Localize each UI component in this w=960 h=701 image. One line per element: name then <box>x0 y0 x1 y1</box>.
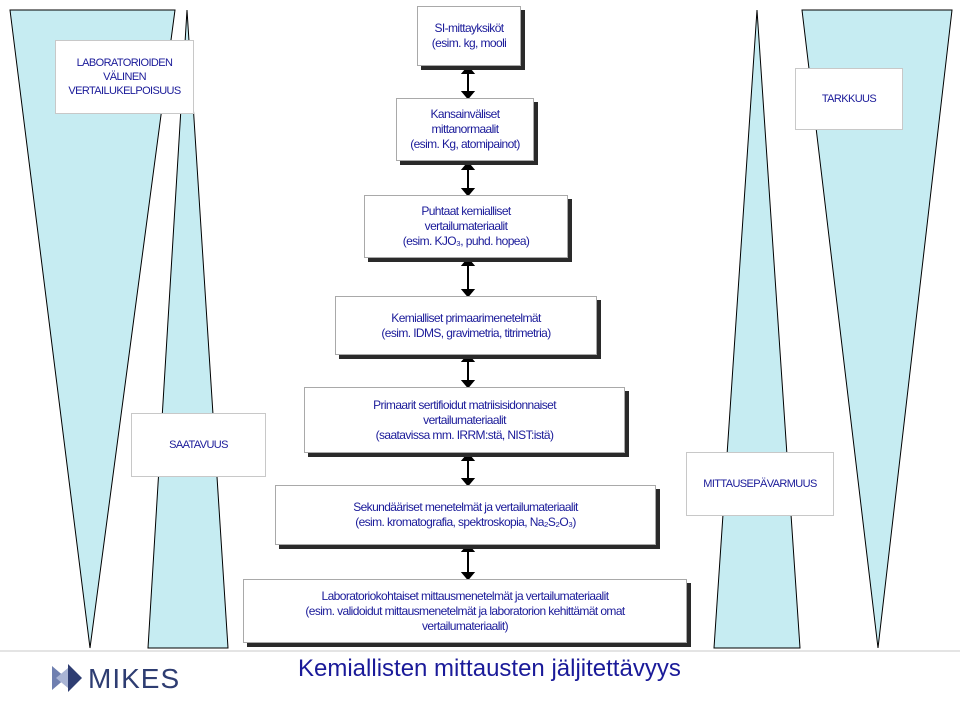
box-line: (esim. validoidut mittausmenetelmät ja l… <box>305 603 625 618</box>
right-wedge-up <box>713 9 801 649</box>
comparability-line-2: VÄLINEN <box>103 71 146 83</box>
connector-arrows <box>460 65 476 581</box>
accuracy-label: TARKKUUS <box>795 68 903 130</box>
box-line: (esim. KJO₃, puhd. hopea) <box>402 234 530 248</box>
hierarchy-box-pure-reference-materials: Puhtaat kemialliset vertailumateriaalit … <box>364 195 568 258</box>
arrow-2-3 <box>460 161 476 197</box>
hierarchy-box-laboratory-methods: Laboratoriokohtaiset mittausmenetelmät j… <box>243 579 687 643</box>
accuracy-text: TARKKUUS <box>821 93 877 105</box>
box-line: Puhtaat kemialliset <box>421 204 511 218</box>
hierarchy-box-si-units: SI-mittayksiköt (esim. kg, mooli <box>417 6 521 66</box>
arrow-6-7 <box>460 543 476 581</box>
box-line: (esim. Kg, atomipainot) <box>410 137 520 151</box>
right-wedge-down <box>801 9 953 649</box>
availability-text: SAATAVUUS <box>169 439 228 451</box>
box-line: vertailumateriaalit <box>423 412 506 427</box>
box-line: (esim. kromatografia, spektroskopia, Na₂… <box>355 515 576 529</box>
mikes-logo-text: MIKES <box>88 663 181 694</box>
box-line: (esim. IDMS, gravimetria, titrimetria) <box>381 325 551 340</box>
page-title: Kemiallisten mittausten jäljitettävyys <box>298 655 681 682</box>
box-line: Kansainväliset <box>430 107 501 121</box>
uncertainty-text: MITTAUSEPÄVARMUUS <box>703 478 817 490</box>
arrow-5-6 <box>460 452 476 487</box>
availability-label: SAATAVUUS <box>131 413 266 477</box>
box-line: (esim. kg, mooli <box>431 36 507 50</box>
hierarchy-box-primary-methods: Kemialliset primaarimenetelmät (esim. ID… <box>335 296 597 355</box>
box-line: vertailumateriaalit <box>424 219 508 233</box>
left-wedge-up <box>147 9 229 649</box>
box-line: SI-mittayksiköt <box>434 21 504 35</box>
box-line: mittanormaalit <box>431 122 500 136</box>
arrow-3-4 <box>460 257 476 298</box>
box-line: Kemialliset primaarimenetelmät <box>391 310 541 325</box>
comparability-line-1: LABORATORIOIDEN <box>76 57 173 69</box>
box-line: (saatavissa mm. IRRM:stä, NIST:istä) <box>375 427 554 442</box>
hierarchy-box-international-standards: Kansainväliset mittanormaalit (esim. Kg,… <box>396 98 534 161</box>
hierarchy-box-certified-matrix-materials: Primaarit sertifioidut matriisisidonnais… <box>304 387 625 453</box>
comparability-label: LABORATORIOIDEN VÄLINEN VERTAILUKELPOISU… <box>55 40 194 114</box>
arrow-1-2 <box>460 65 476 100</box>
uncertainty-label: MITTAUSEPÄVARMUUS <box>686 452 834 516</box>
box-line: vertailumateriaalit) <box>421 618 509 633</box>
mikes-logo-mark <box>52 664 82 692</box>
box-line: Laboratoriokohtaiset mittausmenetelmät j… <box>321 588 610 603</box>
arrow-4-5 <box>460 353 476 389</box>
box-line: Primaarit sertifioidut matriisisidonnais… <box>373 397 556 412</box>
box-line: Sekundääriset menetelmät ja vertailumate… <box>353 500 578 514</box>
mikes-logo: MIKES <box>46 660 186 698</box>
comparability-line-3: VERTAILUKELPOISUUS <box>68 85 181 97</box>
left-wedge-down <box>9 9 176 649</box>
hierarchy-box-secondary-methods: Sekundääriset menetelmät ja vertailumate… <box>275 485 656 545</box>
